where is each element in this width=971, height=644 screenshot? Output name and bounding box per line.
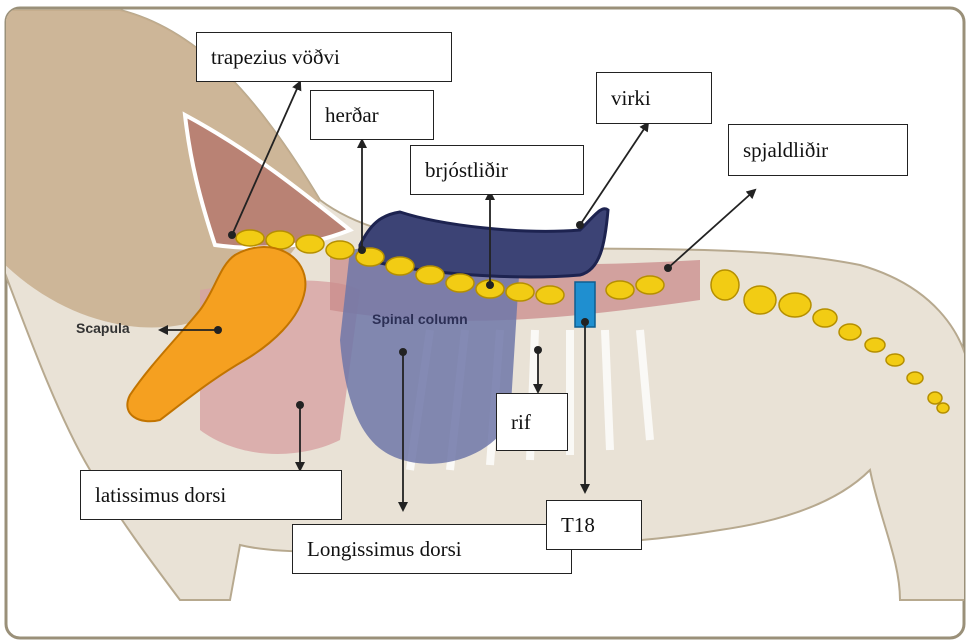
label-longissimus: Longissimus dorsi <box>292 524 572 574</box>
label-rif: rif <box>496 393 568 451</box>
label-t18: T18 <box>546 500 642 550</box>
spinal-column-inline-label: Spinal column <box>372 311 468 327</box>
scapula-inline-label: Scapula <box>76 320 130 336</box>
label-herdar: herðar <box>310 90 434 140</box>
label-trapezius: trapezius vöðvi <box>196 32 452 82</box>
label-virki: virki <box>596 72 712 124</box>
label-brjostlidir: brjóstliðir <box>410 145 584 195</box>
label-spjaldlidir: spjaldliðir <box>728 124 908 176</box>
label-latissimus: latissimus dorsi <box>80 470 342 520</box>
